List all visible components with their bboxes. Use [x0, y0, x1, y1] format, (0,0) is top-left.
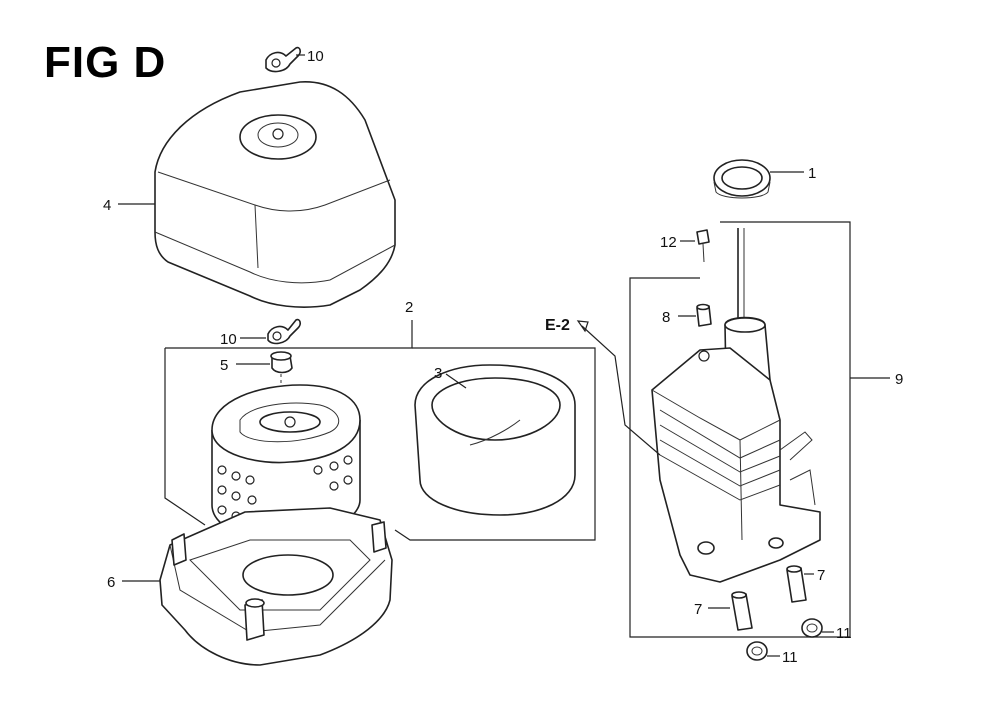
air-cleaner-cover — [154, 81, 396, 308]
air-intake-elbow — [651, 228, 821, 583]
bolt — [696, 229, 710, 263]
hose-clamp-left — [746, 641, 768, 661]
collar-nut — [270, 351, 293, 374]
callout-1: 1 — [808, 165, 816, 182]
callout-2: 2 — [405, 299, 413, 316]
callout-6: 6 — [107, 574, 115, 591]
hose-clamp-right — [801, 618, 823, 638]
wing-nut-top — [265, 46, 301, 73]
reference-e2: E-2 — [545, 317, 570, 334]
callout-11-left: 11 — [782, 649, 798, 666]
callout-7-right: 7 — [817, 567, 825, 584]
callout-8: 8 — [662, 309, 670, 326]
callout-9: 9 — [895, 371, 903, 388]
callout-5: 5 — [220, 357, 228, 374]
foam-filter — [414, 364, 576, 516]
callout-7-left: 7 — [694, 601, 702, 618]
tube-left — [731, 591, 753, 631]
figure-title: FIG D — [44, 38, 167, 87]
callout-3: 3 — [434, 365, 442, 382]
grommet-seal — [713, 159, 771, 199]
callout-12: 12 — [660, 234, 677, 251]
air-filter-element — [211, 384, 361, 541]
spacer-collar — [696, 303, 712, 327]
callout-10-mid: 10 — [220, 331, 237, 348]
callout-4: 4 — [103, 197, 111, 214]
tube-right — [786, 565, 807, 603]
air-cleaner-base — [159, 507, 393, 666]
callout-11-right: 11 — [836, 625, 852, 642]
wing-nut-middle — [267, 318, 301, 345]
callout-10-top: 10 — [307, 48, 324, 65]
